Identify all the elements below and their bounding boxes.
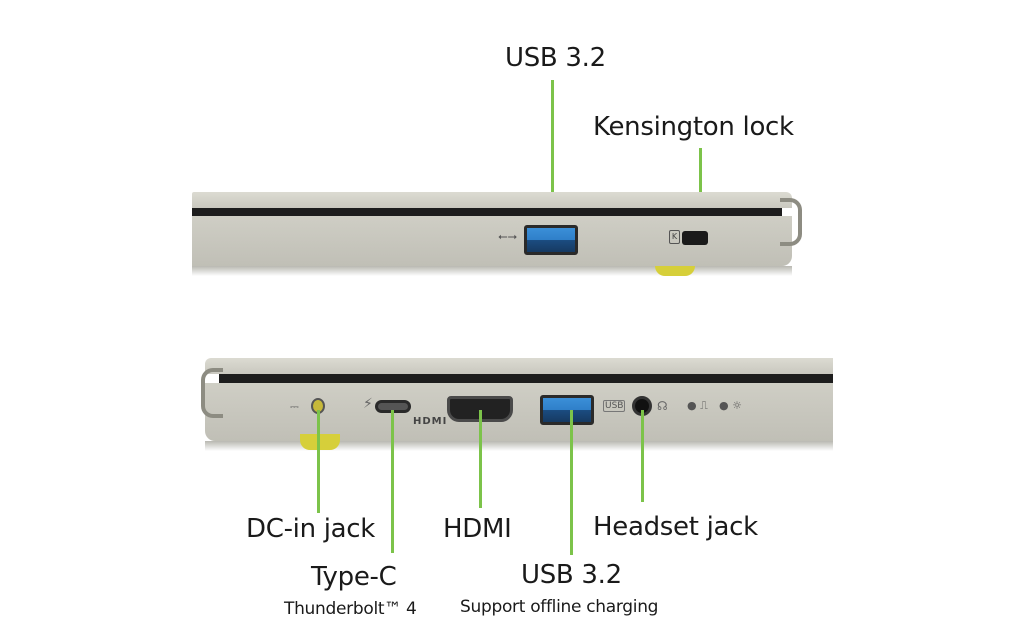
label-hdmi: HDMI — [443, 514, 512, 544]
leader-line-hdmi — [479, 410, 482, 508]
leader-line-headset — [641, 410, 644, 502]
leader-line-usb-right — [551, 80, 554, 240]
thunderbolt-icon: ⚡ — [363, 396, 373, 412]
usb-charge-icon: USB — [603, 400, 626, 412]
kensington-slot — [682, 231, 708, 245]
kensington-lock-icon: K — [669, 230, 680, 244]
dc-power-icon: ⎓ — [290, 400, 299, 413]
leader-line-typec — [391, 410, 394, 553]
hinge — [780, 198, 802, 246]
label-usb-left: USB 3.2 — [521, 560, 622, 590]
hdmi-marking: HDMI — [413, 416, 448, 427]
laptop-right-chassis: ⭠⭢ K — [192, 192, 802, 282]
label-headset: Headset jack — [593, 512, 758, 542]
headset-icon: ☊ — [657, 399, 668, 413]
label-offline-charging: Support offline charging — [460, 597, 659, 617]
battery-led-icon: ● ⎍ — [687, 399, 708, 412]
usb-port-right — [524, 225, 578, 255]
power-led-icon: ● ☼ — [719, 399, 742, 412]
rubber-foot — [300, 434, 340, 450]
rubber-foot — [655, 266, 695, 276]
leader-line-usb-left — [570, 410, 573, 555]
usb-port-left — [540, 395, 594, 425]
label-usb-right: USB 3.2 — [505, 43, 606, 73]
hinge — [201, 368, 223, 418]
label-thunderbolt: Thunderbolt™ 4 — [284, 599, 417, 619]
label-type-c: Type-C — [311, 562, 397, 592]
label-dc-in: DC-in jack — [246, 514, 376, 544]
usb-icon: ⭠⭢ — [498, 229, 518, 243]
laptop-left-chassis: ⎓ ⚡ HDMI USB ☊ ● ⎍ ● ☼ — [201, 358, 833, 458]
label-kensington: Kensington lock — [593, 112, 794, 142]
leader-line-dc — [317, 410, 320, 513]
